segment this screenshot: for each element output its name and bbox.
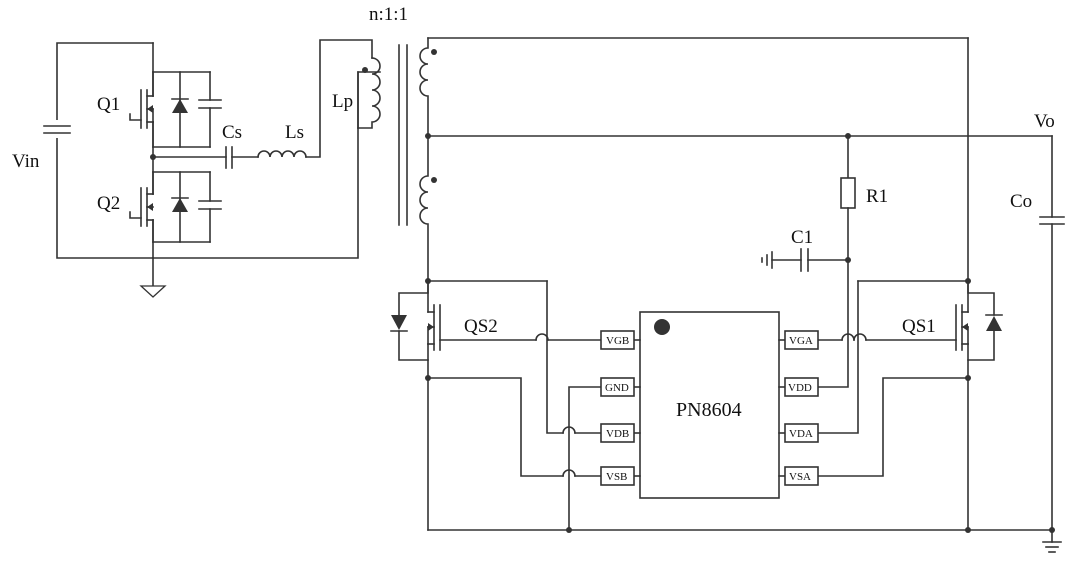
secondary-winding-upper (419, 37, 437, 137)
vin-label: Vin (12, 151, 40, 172)
pin-box-vga (784, 330, 819, 350)
ic-name: PN8604 (676, 399, 742, 421)
q2-mosfet (129, 171, 222, 243)
q1-label: Q1 (97, 94, 120, 115)
lp-primary-winding (357, 57, 381, 129)
cs-label: Cs (222, 122, 242, 143)
pin-vsb: VSB (606, 471, 627, 483)
vo-label: Vo (1034, 111, 1055, 132)
qs1-mosfet (857, 278, 1003, 533)
pin-vdb: VDB (606, 428, 629, 440)
co-capacitor (1039, 216, 1065, 225)
q1-mosfet (129, 71, 222, 148)
resonant-tank (150, 39, 373, 169)
c1-capacitor (761, 248, 849, 272)
secondary-wiring (425, 37, 1055, 543)
turns-ratio-label: n:1:1 (369, 4, 408, 25)
ls-label: Ls (285, 122, 304, 143)
co-label: Co (1010, 191, 1032, 212)
pin-box-vdd (784, 377, 819, 397)
pn8604-ic: PN8604 VGB GND VDB VSB VGA VDD VDA VSA (600, 311, 819, 499)
right-pin-routing (817, 280, 969, 477)
primary-half-bridge (56, 42, 381, 286)
vdd-wire (817, 259, 849, 388)
pin-box-vsa (784, 466, 819, 486)
c1-label: C1 (791, 227, 813, 248)
r1-resistor (840, 135, 856, 263)
pin-gnd: GND (605, 382, 629, 394)
qs1-label: QS1 (902, 316, 936, 337)
vin-capacitor (43, 120, 71, 138)
pin-box-vgb (600, 330, 635, 350)
pin-box-vsb (600, 466, 635, 486)
pin-box-gnd (600, 377, 635, 397)
pin-vga: VGA (789, 335, 813, 347)
lp-label: Lp (332, 91, 353, 112)
secondary-winding-lower (419, 135, 437, 282)
pin-vda: VDA (789, 428, 813, 440)
qs2-mosfet (390, 278, 602, 381)
transformer-core (398, 44, 408, 226)
pin-vgb: VGB (606, 335, 629, 347)
r1-label: R1 (866, 186, 888, 207)
q2-label: Q2 (97, 193, 120, 214)
pin-vsa: VSA (789, 471, 811, 483)
ground-symbol-secondary (1042, 541, 1062, 553)
pin-vdd: VDD (788, 382, 812, 394)
pin-box-vda (784, 423, 819, 443)
left-pin-routing (427, 280, 602, 533)
qs2-label: QS2 (464, 316, 498, 337)
ground-symbol-primary (139, 285, 167, 298)
pin-box-vdb (600, 423, 635, 443)
